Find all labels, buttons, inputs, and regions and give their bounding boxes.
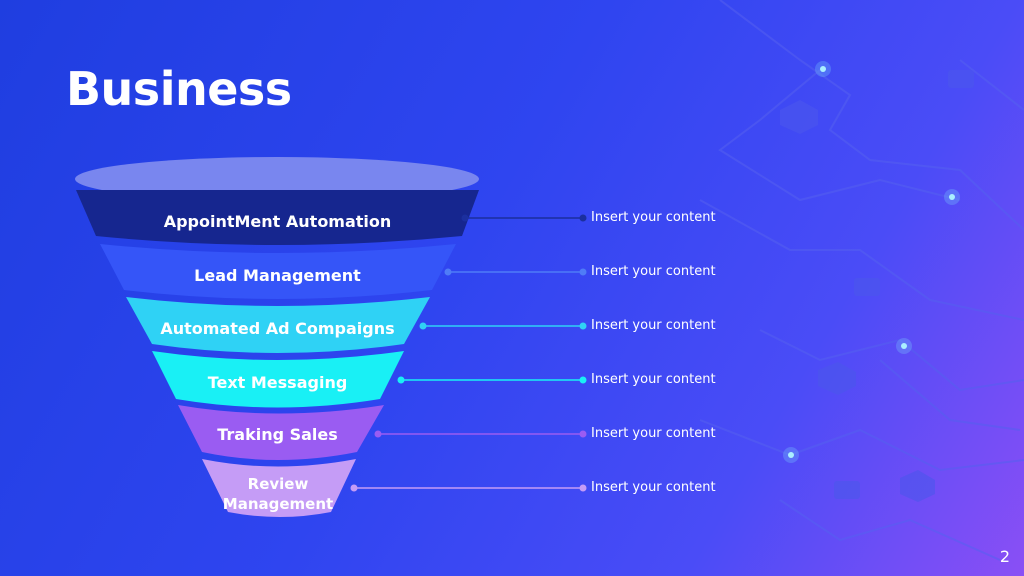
funnel-stage-5 (178, 405, 384, 460)
funnel-stage-4 (152, 351, 404, 408)
connector-3 (419, 322, 587, 330)
connector-4 (397, 376, 587, 384)
stage-note-3: Insert your content (591, 318, 716, 333)
stage-note-2: Insert your content (591, 264, 716, 279)
stage-note-5: Insert your content (591, 426, 716, 441)
stage-label-2: Lead Management (194, 266, 361, 285)
slide-title: Business (66, 62, 292, 116)
page-number: 2 (999, 547, 1010, 566)
stage-label-4: Text Messaging (207, 373, 348, 392)
stage-note-4: Insert your content (591, 372, 716, 387)
connector-1 (461, 214, 587, 222)
connector-2 (444, 268, 587, 276)
connector-6 (350, 484, 587, 492)
stage-label-1: AppointMent Automation (163, 212, 392, 231)
connector-5 (374, 430, 587, 438)
funnel-stage-6 (202, 459, 356, 517)
funnel-stage-2 (100, 244, 456, 299)
funnel-stage-3 (126, 297, 430, 353)
stage-label-3: Automated Ad Compaigns (160, 319, 395, 338)
stage-label-5: Traking Sales (217, 425, 338, 444)
stage-label-6: Review Management (222, 475, 334, 513)
funnel-stage-1 (76, 190, 479, 245)
stage-note-1: Insert your content (591, 210, 716, 225)
stage-note-6: Insert your content (591, 480, 716, 495)
